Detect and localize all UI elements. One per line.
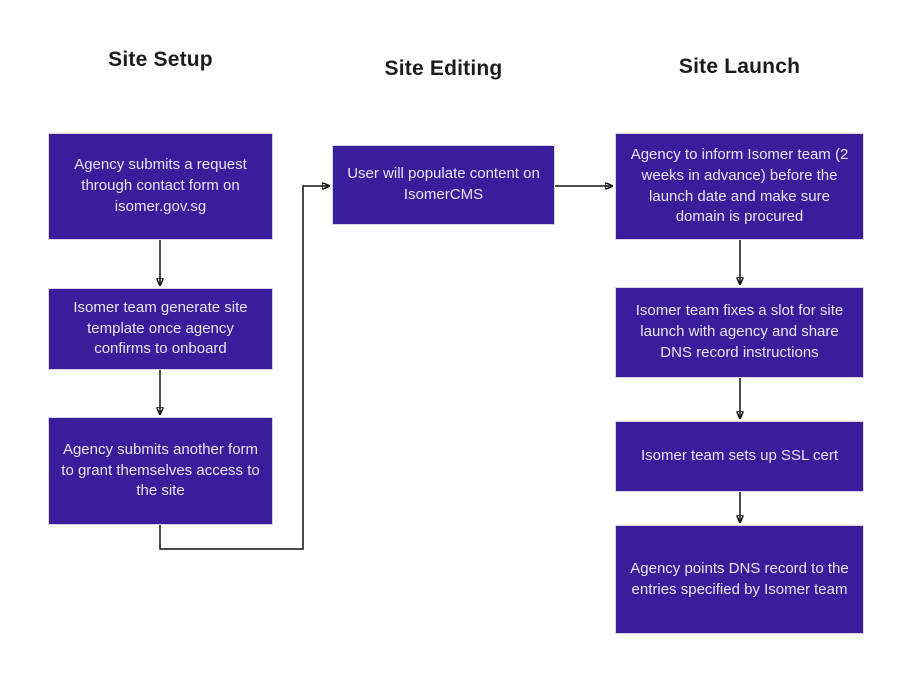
flow-node-agency-request-form: Agency submits a request through contact… <box>48 133 273 240</box>
flow-node-inform-isomer-team: Agency to inform Isomer team (2 weeks in… <box>615 133 864 240</box>
flow-node-fix-launch-slot: Isomer team fixes a slot for site launch… <box>615 287 864 378</box>
flow-node-ssl-cert: Isomer team sets up SSL cert <box>615 421 864 492</box>
flow-node-generate-template: Isomer team generate site template once … <box>48 288 273 370</box>
flow-node-point-dns: Agency points DNS record to the entries … <box>615 525 864 634</box>
flow-node-populate-content: User will populate content on IsomerCMS <box>332 145 555 225</box>
column-title-site-editing: Site Editing <box>384 57 503 80</box>
flow-node-access-form: Agency submits another form to grant the… <box>48 417 273 525</box>
column-title-site-setup: Site Setup <box>108 48 213 71</box>
column-title-site-launch: Site Launch <box>678 55 801 78</box>
